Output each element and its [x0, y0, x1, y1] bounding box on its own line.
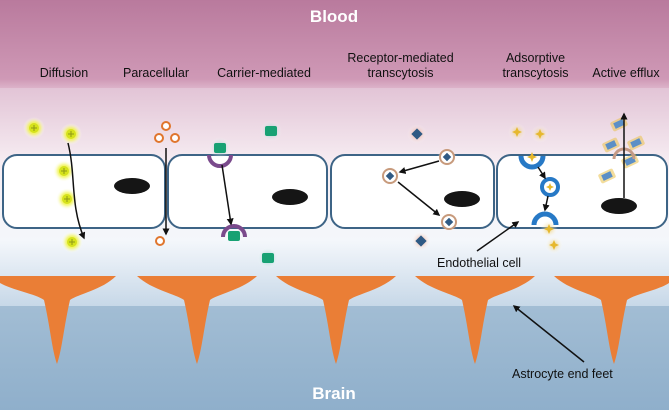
- paracellular-molecules: [154, 121, 180, 246]
- adsorptive-pit: [518, 155, 546, 170]
- astrocyte-end-feet-label: Astrocyte end feet: [512, 367, 613, 381]
- astrocyte-foot: [0, 276, 116, 364]
- mechanism-label-active-efflux: Active efflux: [592, 66, 660, 80]
- adsorptive-vesicle: [540, 177, 560, 197]
- efflux-group: [598, 112, 645, 198]
- lipophilic-molecule: [61, 231, 83, 253]
- region-title-blood: Blood: [309, 7, 359, 26]
- mechanism-label-paracellular: Paracellular: [122, 66, 189, 80]
- nuclei: [114, 178, 637, 214]
- carrier-protein: [221, 224, 247, 238]
- vesicle: [437, 147, 457, 167]
- endothelial-cell: [2, 154, 166, 229]
- astrocyte-foot: [415, 276, 535, 364]
- carrier-substrate: [209, 137, 231, 159]
- carrier-substrate: [257, 247, 279, 269]
- efflux-substrate: [598, 168, 616, 184]
- mechanism-label-adsorptive: Adsorptive transcytosis: [502, 51, 569, 80]
- adsorptive-pit: [531, 211, 559, 226]
- lipophilic-molecule: [56, 188, 78, 210]
- adsorptive-arrow: [542, 195, 550, 212]
- lipophilic-molecule: [60, 123, 82, 145]
- nucleus: [114, 178, 150, 194]
- carrier-arrow: [221, 164, 234, 226]
- diffusion-molecules: [23, 117, 86, 253]
- small-molecule-ring: [161, 121, 171, 131]
- mechanism-label-receptor-mediated: Receptor-mediated transcytosis: [347, 51, 454, 80]
- ligand: [411, 231, 431, 251]
- astrocyte-end-feet: [0, 276, 669, 364]
- astrocyte-foot: [137, 276, 257, 364]
- transcytosis-arrow: [398, 160, 440, 174]
- small-molecule-ring: [154, 133, 164, 143]
- blood-region: [0, 0, 669, 88]
- carrier-protein: [207, 154, 233, 168]
- cationic-molecule: [545, 236, 563, 254]
- mechanism-label-carrier-mediated: Carrier-mediated: [217, 66, 311, 80]
- astrocyte-pointer: [512, 305, 585, 363]
- carrier-substrate: [228, 231, 240, 241]
- astrocyte-foot: [554, 276, 669, 364]
- endothelial-cell: [496, 154, 668, 229]
- efflux-substrate: [627, 135, 645, 151]
- mechanism-label-diffusion: Diffusion: [39, 66, 89, 80]
- nucleus: [601, 198, 637, 214]
- vesicle: [439, 212, 459, 232]
- adsorptive-arrow: [537, 166, 546, 180]
- small-molecule-ring: [155, 236, 165, 246]
- adsorptive-group: [508, 123, 563, 254]
- endothelial-cells: [2, 154, 668, 229]
- endothelial-cell: [330, 154, 495, 229]
- carrier-mediated-group: [207, 120, 282, 269]
- nucleus: [444, 191, 480, 207]
- cationic-molecule: [527, 152, 537, 162]
- region-title-brain: Brain: [312, 384, 356, 403]
- vesicle: [380, 166, 400, 186]
- cationic-molecule: [531, 125, 549, 143]
- efflux-substrate: [602, 137, 620, 153]
- lipophilic-molecule: [23, 117, 45, 139]
- endothelial-cell-pointer: [476, 221, 520, 252]
- ligand: [407, 124, 427, 144]
- nucleus: [272, 189, 308, 205]
- diffusion-arrow: [67, 142, 86, 240]
- small-molecule-ring: [170, 133, 180, 143]
- receptor-mediated-group: [380, 124, 459, 251]
- transcytosis-arrow: [397, 181, 441, 216]
- carrier-substrate: [260, 120, 282, 142]
- lipophilic-molecule: [53, 160, 75, 182]
- endothelial-cell: [167, 154, 328, 229]
- astrocyte-foot: [276, 276, 396, 364]
- cationic-molecule: [508, 123, 526, 141]
- endothelial-cell-label: Endothelial cell: [437, 256, 522, 270]
